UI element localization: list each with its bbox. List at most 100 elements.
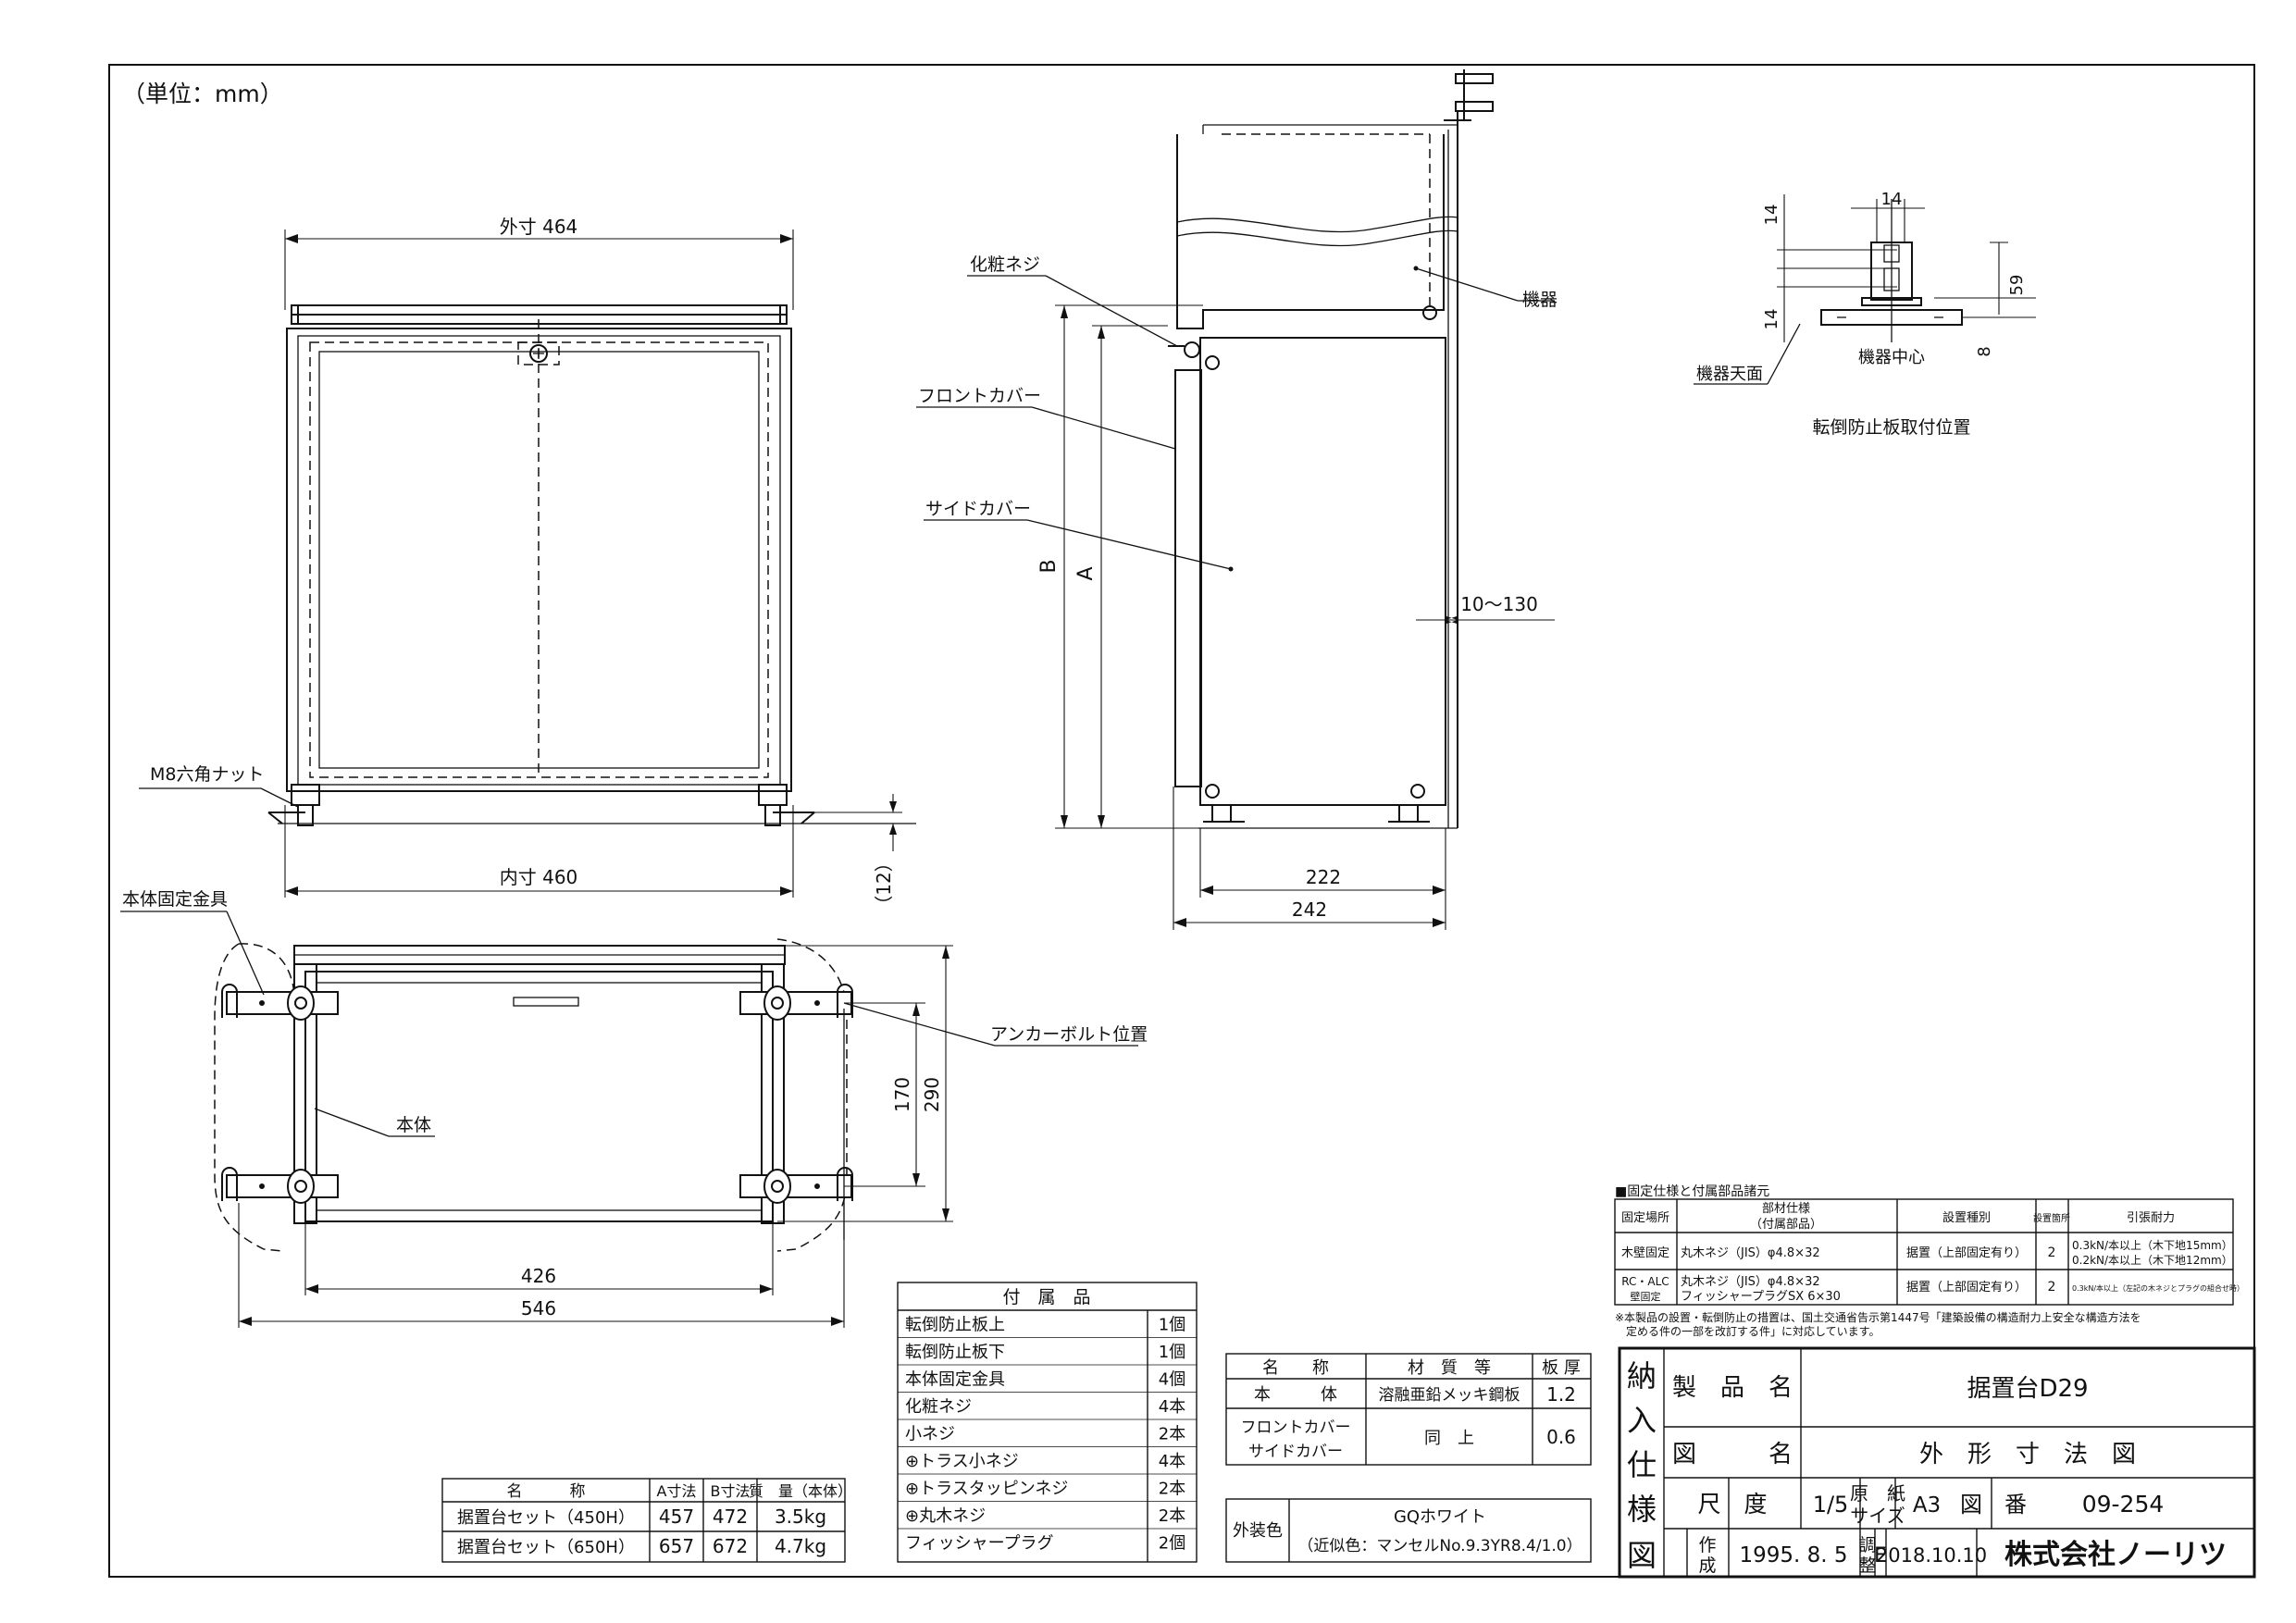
dim-A: A — [1074, 566, 1098, 580]
fixing-header-count: 設置箇所 — [2033, 1212, 2070, 1224]
fixing-row1-type: 据置（上部固定有り） — [1906, 1246, 2027, 1260]
company-name: 株式会社ノーリツ — [2004, 1539, 2227, 1571]
fixing-row2-place: RC・ALC — [1621, 1275, 1669, 1288]
accessory-qty: 4個 — [1159, 1370, 1185, 1390]
title-side-char-3: 仕 — [1627, 1447, 1657, 1482]
sets-row2-a: 657 — [659, 1535, 694, 1557]
material-row1-thickness: 1.2 — [1546, 1383, 1576, 1406]
accessory-name: 小ネジ — [905, 1425, 955, 1444]
sets-row1-a: 457 — [659, 1505, 694, 1528]
fixing-row1-place: 木壁固定 — [1621, 1246, 1669, 1260]
material-row2-thickness: 0.6 — [1546, 1426, 1576, 1448]
material-header-material: 材 質 等 — [1408, 1358, 1491, 1378]
scale-label: 尺 度 — [1697, 1491, 1767, 1518]
detail-dim-14-bottom: 14 — [1762, 309, 1781, 330]
sets-row2-b: 672 — [713, 1535, 748, 1557]
fixing-note-1: ※本製品の設置・転倒防止の措置は、国土交通省告示第1447号「建築設備の構造耐力… — [1615, 1310, 2141, 1324]
accessory-name: ⊕丸木ネジ — [905, 1506, 986, 1526]
accessory-name: ⊕トラスタッピンネジ — [905, 1480, 1068, 1499]
dim-170: 170 — [891, 1077, 913, 1112]
product-name: 据置台D29 — [1967, 1375, 2088, 1403]
sets-header-a: A寸法 — [657, 1482, 697, 1500]
revised-label-1: 調 — [1858, 1535, 1876, 1555]
title-side-char-5: 図 — [1627, 1538, 1657, 1573]
fixing-row1-spec: 丸木ネジ（JIS）φ4.8×32 — [1681, 1246, 1820, 1260]
drawing-number-label: 図 番 — [1960, 1492, 2027, 1518]
accessory-qty: 2個 — [1159, 1534, 1185, 1554]
title-side-char-4: 様 — [1627, 1492, 1657, 1527]
fixing-header-spec-sub: （付属部品） — [1750, 1218, 1822, 1232]
unit-note: （単位：mm） — [122, 81, 283, 107]
fixing-row1-strength2: 0.2kN/本以上（木下地12mm） — [2072, 1254, 2233, 1267]
sets-table: 名 称 A寸法 B寸法 質 量（本体） 据置台セット（450H） 457 472… — [441, 1478, 852, 1563]
fixing-row2-strength: 0.3kN/本以上（左記の木ネジとプラグの組合せ時） — [2072, 1283, 2244, 1293]
dim-gap: 10～130 — [1460, 593, 1538, 615]
detail-dim-59: 59 — [2007, 275, 2027, 296]
accessory-name: フィッシャープラグ — [905, 1534, 1054, 1554]
created-date: 1995. 8. 5 — [1739, 1543, 1847, 1567]
accessory-qty: 4本 — [1159, 1397, 1185, 1417]
accessories-title: 付 属 品 — [1002, 1287, 1090, 1307]
dim-12: （12） — [873, 853, 895, 913]
sets-row1-b: 472 — [713, 1505, 748, 1528]
material-header-name: 名 称 — [1262, 1358, 1329, 1378]
material-header-thickness: 板 厚 — [1542, 1358, 1581, 1378]
accessory-qty: 2本 — [1159, 1506, 1185, 1526]
accessory-qty: 1個 — [1159, 1343, 1185, 1362]
color-label: 外装色 — [1233, 1521, 1283, 1541]
fixing-row2-place2: 壁固定 — [1631, 1290, 1661, 1303]
sets-row2-mass: 4.7kg — [775, 1535, 826, 1557]
sets-header-mass: 質 量（本体） — [749, 1482, 852, 1500]
accessory-qty: 2本 — [1159, 1480, 1185, 1499]
created-label-1: 作 — [1698, 1535, 1716, 1555]
drawing-number: 09-254 — [2082, 1491, 2165, 1518]
accessory-name: 転倒防止板上 — [905, 1316, 1005, 1335]
bracket-label: 本体固定金具 — [122, 889, 228, 910]
fixing-row1-strength: 0.3kN/本以上（木下地15mm） — [2072, 1239, 2233, 1252]
detail-dim-14-top: 14 — [1881, 190, 1903, 209]
fixing-header-spec: 部材仕様 — [1762, 1202, 1810, 1216]
accessory-name: 化粧ネジ — [905, 1397, 972, 1417]
drawing-name: 外 形 寸 法 図 — [1919, 1441, 2136, 1468]
nut-label: M8六角ナット — [150, 764, 264, 785]
accessory-name: ⊕トラス小ネジ — [905, 1452, 1019, 1471]
scale-value: 1/5 — [1813, 1492, 1849, 1518]
inner-dimension: 内寸 460 — [500, 866, 578, 888]
fixing-table-title: ■固定仕様と付属部品諸元 — [1615, 1184, 1769, 1199]
fixing-header-place: 固定場所 — [1621, 1211, 1669, 1225]
fixing-header-strength: 引張耐力 — [2127, 1211, 2175, 1225]
material-row2-name2: サイドカバー — [1248, 1443, 1343, 1461]
paper-size-label-2: サイズ — [1850, 1505, 1905, 1527]
detail-view: 14 14 14 59 8 機器中心 機器天面 転倒防止板取付位置 — [1694, 190, 2036, 438]
fixing-row2-count: 2 — [2048, 1280, 2056, 1295]
sets-row1-mass: 3.5kg — [775, 1505, 826, 1528]
dim-242: 242 — [1292, 898, 1327, 921]
fixing-row2-type: 据置（上部固定有り） — [1906, 1281, 2027, 1295]
accessory-name: 本体固定金具 — [905, 1370, 1005, 1390]
material-row1-material: 溶融亜鉛メッキ鋼板 — [1379, 1386, 1520, 1405]
created-label-2: 成 — [1698, 1555, 1716, 1576]
fixing-note-2: 定める件の一部を改訂する件」に対応しています。 — [1615, 1324, 1880, 1338]
color-note: （近似色：マンセルNo.9.3YR8.4/1.0） — [1297, 1537, 1582, 1555]
paper-size: A3 — [1913, 1493, 1941, 1518]
sets-row2-name: 据置台セット（650H） — [457, 1538, 635, 1557]
detail-caption: 転倒防止板取付位置 — [1812, 417, 1970, 438]
detail-top-surface-label: 機器天面 — [1696, 365, 1763, 384]
material-row1-name: 本 体 — [1254, 1385, 1337, 1405]
product-name-label: 製 品 名 — [1672, 1374, 1793, 1402]
sets-row1-name: 据置台セット（450H） — [457, 1508, 635, 1528]
revised-date: 2018.10.10 — [1876, 1544, 1987, 1567]
paper-size-label-1: 原 紙 — [1850, 1482, 1905, 1505]
fixing-header-type: 設置種別 — [1942, 1210, 1991, 1225]
drawing-name-label: 図 名 — [1672, 1441, 1793, 1468]
color-value: GQホワイト — [1394, 1507, 1486, 1527]
device-label: 機器 — [1522, 290, 1558, 310]
sets-header-b: B寸法 — [711, 1482, 751, 1500]
material-row2-name: フロントカバー — [1241, 1419, 1351, 1437]
fixing-row2-spec2: フィッシャープラグSX 6×30 — [1681, 1290, 1841, 1304]
material-row2-material: 同 上 — [1424, 1429, 1474, 1448]
body-label: 本体 — [396, 1115, 431, 1135]
side-cover-label: サイドカバー — [925, 499, 1031, 519]
